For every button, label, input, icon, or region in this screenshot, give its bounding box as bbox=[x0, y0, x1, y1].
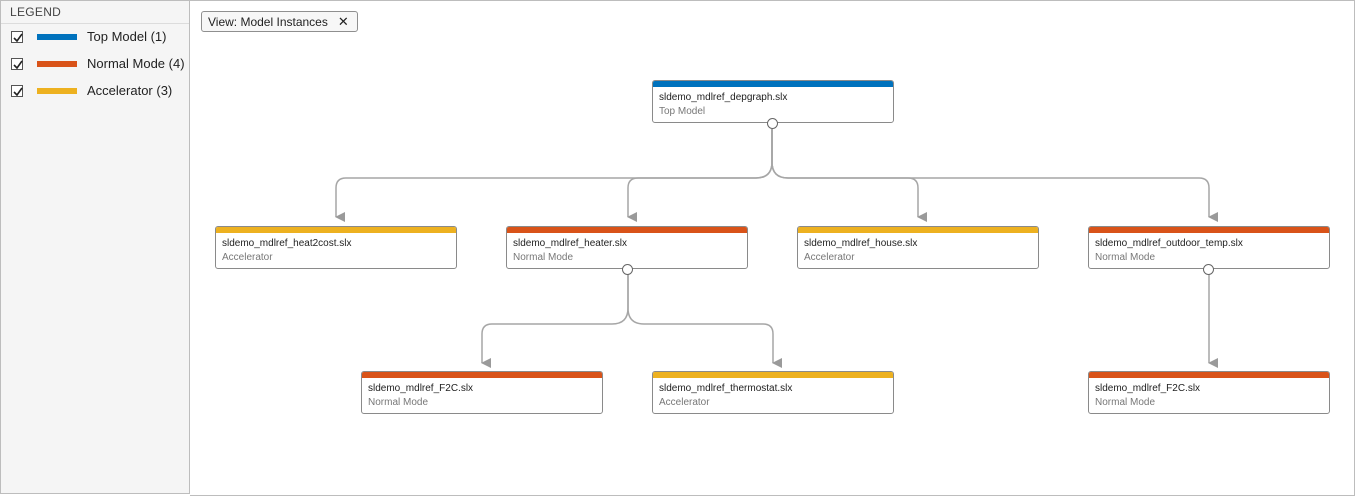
node-thermostat[interactable]: sldemo_mdlref_thermostat.slx Accelerator bbox=[652, 371, 894, 414]
node-name: sldemo_mdlref_F2C.slx bbox=[368, 383, 474, 394]
node-mode: Accelerator bbox=[804, 252, 855, 263]
legend-label-accelerator: Accelerator (3) bbox=[87, 83, 173, 98]
node-mode-bar bbox=[798, 227, 1038, 233]
edge-top-to-house bbox=[771, 129, 927, 222]
edge-heater-to-f2c bbox=[481, 274, 629, 368]
node-mode-bar bbox=[507, 227, 747, 233]
checkmark-icon bbox=[13, 87, 23, 97]
expand-port[interactable] bbox=[622, 264, 633, 275]
node-mode-bar bbox=[653, 372, 893, 378]
checkbox-top-model[interactable] bbox=[11, 31, 23, 43]
node-name: sldemo_mdlref_outdoor_temp.slx bbox=[1095, 238, 1243, 249]
edge-top-to-heat2cost bbox=[335, 129, 773, 222]
node-depgraph[interactable]: sldemo_mdlref_depgraph.slx Top Model bbox=[652, 80, 894, 123]
edge-top-to-outdoor bbox=[771, 129, 1218, 222]
node-name: sldemo_mdlref_heater.slx bbox=[513, 238, 627, 249]
legend-swatch-accelerator bbox=[37, 88, 77, 94]
edge-top-to-heater bbox=[627, 129, 773, 222]
node-mode-bar bbox=[1089, 227, 1329, 233]
legend-label-normal-mode: Normal Mode (4) bbox=[87, 56, 185, 71]
view-filter-chip[interactable]: View: Model Instances ✕ bbox=[201, 11, 358, 32]
node-f2c[interactable]: sldemo_mdlref_F2C.slx Normal Mode bbox=[361, 371, 603, 414]
node-name: sldemo_mdlref_house.slx bbox=[804, 238, 918, 249]
node-f2c-outdoor[interactable]: sldemo_mdlref_F2C.slx Normal Mode bbox=[1088, 371, 1330, 414]
node-outdoor-temp[interactable]: sldemo_mdlref_outdoor_temp.slx Normal Mo… bbox=[1088, 226, 1330, 269]
node-mode-bar bbox=[653, 81, 893, 87]
node-mode: Normal Mode bbox=[1095, 252, 1156, 263]
node-heat2cost[interactable]: sldemo_mdlref_heat2cost.slx Accelerator bbox=[215, 226, 457, 269]
node-mode: Accelerator bbox=[222, 252, 273, 263]
expand-port[interactable] bbox=[767, 118, 778, 129]
legend-item-normal-mode[interactable]: Normal Mode (4) bbox=[1, 56, 189, 76]
legend-title: LEGEND bbox=[1, 1, 189, 24]
node-name: sldemo_mdlref_F2C.slx bbox=[1095, 383, 1201, 394]
node-house[interactable]: sldemo_mdlref_house.slx Accelerator bbox=[797, 226, 1039, 269]
node-name: sldemo_mdlref_depgraph.slx bbox=[659, 92, 788, 103]
legend-label-top-model: Top Model (1) bbox=[87, 29, 167, 44]
edge-heater-to-thermostat bbox=[627, 274, 782, 368]
legend-item-top-model[interactable]: Top Model (1) bbox=[1, 29, 189, 49]
legend-swatch-top-model bbox=[37, 34, 77, 40]
checkmark-icon bbox=[13, 33, 23, 43]
node-mode: Normal Mode bbox=[368, 397, 429, 408]
legend-item-accelerator[interactable]: Accelerator (3) bbox=[1, 83, 189, 103]
node-name: sldemo_mdlref_heat2cost.slx bbox=[222, 238, 352, 249]
node-mode-bar bbox=[1089, 372, 1329, 378]
checkbox-normal-mode[interactable] bbox=[11, 58, 23, 70]
node-mode-bar bbox=[362, 372, 602, 378]
node-mode-bar bbox=[216, 227, 456, 233]
node-mode: Accelerator bbox=[659, 397, 710, 408]
node-mode: Normal Mode bbox=[1095, 397, 1156, 408]
checkbox-accelerator[interactable] bbox=[11, 85, 23, 97]
expand-port[interactable] bbox=[1203, 264, 1214, 275]
legend-panel: LEGEND Top Model (1) Normal Mode (4) Acc… bbox=[0, 0, 190, 494]
node-mode: Normal Mode bbox=[513, 252, 574, 263]
node-mode: Top Model bbox=[659, 106, 706, 117]
close-icon[interactable]: ✕ bbox=[337, 13, 349, 29]
legend-swatch-normal-mode bbox=[37, 61, 77, 67]
view-filter-label: View: Model Instances bbox=[208, 14, 328, 29]
node-heater[interactable]: sldemo_mdlref_heater.slx Normal Mode bbox=[506, 226, 748, 269]
checkmark-icon bbox=[13, 60, 23, 70]
node-name: sldemo_mdlref_thermostat.slx bbox=[659, 383, 793, 394]
